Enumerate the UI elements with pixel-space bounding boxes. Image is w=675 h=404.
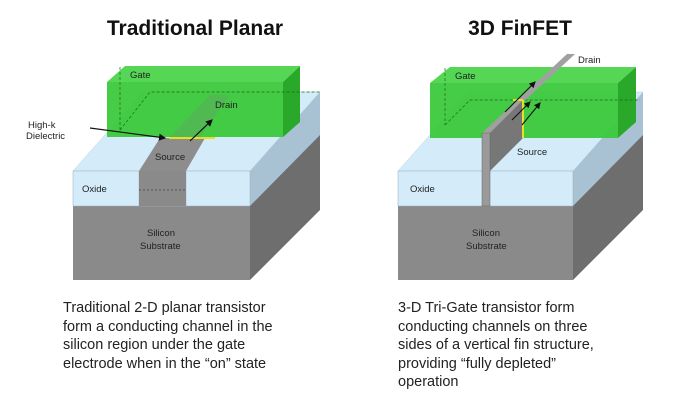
planar-gate-label: Gate xyxy=(130,70,151,81)
planar-drain-label: Drain xyxy=(215,100,238,111)
finfet-fin xyxy=(481,132,491,207)
finfet-gate-label: Gate xyxy=(455,71,476,82)
finfet-title: 3D FinFET xyxy=(468,17,572,40)
planar-oxide-label: Oxide xyxy=(82,184,107,195)
planar-transistor: Gate Drain High-k Dielectric Source Oxid… xyxy=(26,66,321,280)
finfet-substrate xyxy=(398,206,573,280)
planar-caption: Traditional 2-D planar transistor form a… xyxy=(63,300,273,372)
planar-dielectric-label-2: Dielectric xyxy=(26,131,65,142)
planar-source-label: Source xyxy=(155,152,185,163)
planar-dielectric-label-1: High-k xyxy=(28,120,56,131)
finfet-fin-top xyxy=(482,54,575,133)
finfet-drain-label: Drain xyxy=(578,55,601,66)
finfet-substrate-label-2: Substrate xyxy=(466,241,507,252)
planar-substrate-label-1: Silicon xyxy=(147,228,175,239)
planar-substrate xyxy=(73,206,250,280)
finfet-caption: 3-D Tri-Gate transistor form conducting … xyxy=(398,300,594,390)
planar-channel xyxy=(139,138,205,171)
planar-current-arrow xyxy=(189,119,213,142)
finfet-source-label: Source xyxy=(517,147,547,158)
finfet-transistor: Gate Drain Source Oxide Silicon Substrat… xyxy=(397,54,644,280)
planar-title: Traditional Planar xyxy=(106,17,284,40)
finfet-substrate-label-1: Silicon xyxy=(472,228,500,239)
planar-gate-top xyxy=(107,66,300,82)
planar-substrate-label-2: Substrate xyxy=(140,241,181,252)
finfet-oxide-label: Oxide xyxy=(410,184,435,195)
